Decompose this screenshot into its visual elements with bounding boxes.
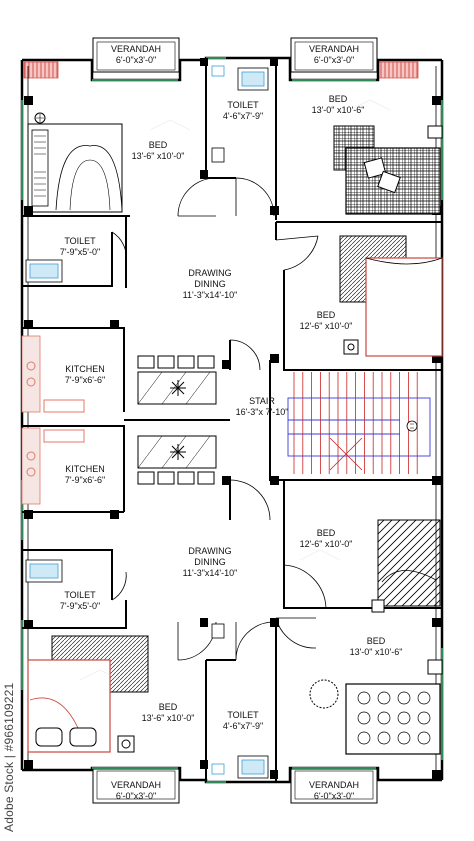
bed-bottom-left <box>27 635 149 753</box>
room-dim: 6'-0"x3'-0" <box>313 791 355 801</box>
room-dim: 13'-6" x10'-0" <box>131 151 185 161</box>
room-name: DRAWING <box>188 268 232 278</box>
bedspread-flower <box>377 711 391 725</box>
stair <box>287 372 431 474</box>
room-name: BED <box>316 310 336 320</box>
bed-upper-right <box>339 235 443 357</box>
bedspread-flower <box>357 691 371 705</box>
stair-label: STAIR 16'-3"x 7'-10" <box>226 396 298 418</box>
bed-bottom-left-label: BED 13'-6" x10'-0" <box>118 702 218 724</box>
watermark-text: Adobe Stock | #966109221 <box>2 682 16 832</box>
bed-top-left <box>27 112 123 213</box>
room-name: BED <box>366 636 386 646</box>
bed-lower-right <box>371 519 441 613</box>
kitchen-upper-label: KITCHEN 7'-9"x6'-6" <box>44 364 126 386</box>
dining-table-upper <box>137 355 217 405</box>
bed-lower-right-label: BED 12'-6" x10'-0" <box>276 528 376 550</box>
room-name: VERANDAH <box>308 44 359 54</box>
kitchen-lower-label: KITCHEN 7'-9"x6'-6" <box>44 464 126 486</box>
room-dim: 7'-9"x6'-6" <box>64 475 106 485</box>
room-dim: 4'-6"x7'-9" <box>222 721 264 731</box>
bed-bottom-right-label: BED 13'-0" x10'-6" <box>326 636 426 658</box>
room-dim: 12'-6" x10'-0" <box>299 539 353 549</box>
room-name: TOILET <box>64 590 96 600</box>
room-name: BED <box>158 702 178 712</box>
room-dim: 7'-9"x6'-6" <box>64 375 106 385</box>
bed-bottom-right <box>309 659 443 755</box>
kitchen-counter-upper <box>21 335 85 413</box>
room-name-2: DINING <box>194 557 226 567</box>
room-name: KITCHEN <box>65 464 105 474</box>
room-dim: 7'-9"x5'-0" <box>59 601 101 611</box>
room-name: TOILET <box>227 710 259 720</box>
bedspread-flower <box>417 731 431 745</box>
room-name: STAIR <box>249 396 275 406</box>
room-dim: 6'-0"x3'-0" <box>313 55 355 65</box>
dining-table-lower <box>137 435 217 485</box>
room-name: KITCHEN <box>65 364 105 374</box>
room-dim: 4'-6"x7'-9" <box>222 111 264 121</box>
bedspread-flower <box>417 691 431 705</box>
bedspread-flower <box>397 691 411 705</box>
verandah-top-left <box>92 37 180 73</box>
toilet-upper-left-label: TOILET 7'-9"x5'-0" <box>40 236 120 258</box>
windows <box>21 57 443 783</box>
room-name: TOILET <box>227 100 259 110</box>
verandah-top-right-label: VERANDAH 6'-0"x3'-0" <box>292 44 376 66</box>
room-dim: 13'-0" x10'-6" <box>349 647 403 657</box>
room-name: VERANDAH <box>110 44 161 54</box>
room-dim: 11'-3"x14'-10" <box>182 290 238 300</box>
kitchen-counter-lower <box>21 427 85 505</box>
room-dim: 7'-9"x5'-0" <box>59 247 101 257</box>
verandah-bottom-left-label: VERANDAH 6'-0"x3'-0" <box>94 780 178 802</box>
room-name: BED <box>328 94 348 104</box>
bedspread-flower <box>377 691 391 705</box>
room-name: TOILET <box>64 236 96 246</box>
bedspread-flower <box>397 731 411 745</box>
bedspread-flower <box>357 731 371 745</box>
room-dim: 11'-3"x14'-10" <box>182 568 238 578</box>
room-dim: 16'-3"x 7'-10" <box>235 407 289 417</box>
room-name: BED <box>316 528 336 538</box>
drawing-upper-label: DRAWING DINING 11'-3"x14'-10" <box>160 268 260 301</box>
room-dim: 6'-0"x3'-0" <box>115 791 157 801</box>
room-name: VERANDAH <box>110 780 161 790</box>
room-dim: 12'-6" x10'-0" <box>299 321 353 331</box>
room-name: DRAWING <box>188 546 232 556</box>
bedspread-flower <box>397 711 411 725</box>
toilet-bottom-center-label: TOILET 4'-6"x7'-9" <box>208 710 278 732</box>
bed-upper-right-label: BED 12'-6" x10'-0" <box>276 310 376 332</box>
room-dim: 6'-0"x3'-0" <box>115 55 157 65</box>
bed-top-left-label: BED 13'-6" x10'-0" <box>108 140 208 162</box>
verandah-top-left-label: VERANDAH 6'-0"x3'-0" <box>94 44 178 66</box>
bedspread-flower <box>417 711 431 725</box>
verandah-top-right <box>290 37 378 73</box>
room-name-2: DINING <box>194 279 226 289</box>
bedspread-flower <box>357 711 371 725</box>
room-dim: 13'-6" x10'-0" <box>141 713 195 723</box>
verandah-bottom-right-label: VERANDAH 6'-0"x3'-0" <box>292 780 376 802</box>
toilet-fixtures <box>25 65 269 779</box>
room-name: BED <box>148 140 168 150</box>
room-name: VERANDAH <box>308 780 359 790</box>
balcony-grill-top-right <box>377 61 419 79</box>
balcony-grill-top-left <box>23 61 59 79</box>
toilet-lower-left-label: TOILET 7'-9"x5'-0" <box>40 590 120 612</box>
bed-top-right-label: BED 13'-0" x10'-6" <box>288 94 388 116</box>
toilet-top-center-label: TOILET 4'-6"x7'-9" <box>208 100 278 122</box>
room-dim: 13'-0" x10'-6" <box>311 105 365 115</box>
watermark-pattern <box>79 99 391 681</box>
drawing-lower-label: DRAWING DINING 11'-3"x14'-10" <box>160 546 260 579</box>
stock-watermark: Adobe Stock | #966109221 <box>2 640 16 840</box>
bed-top-right <box>333 125 443 215</box>
bedspread-flower <box>377 731 391 745</box>
